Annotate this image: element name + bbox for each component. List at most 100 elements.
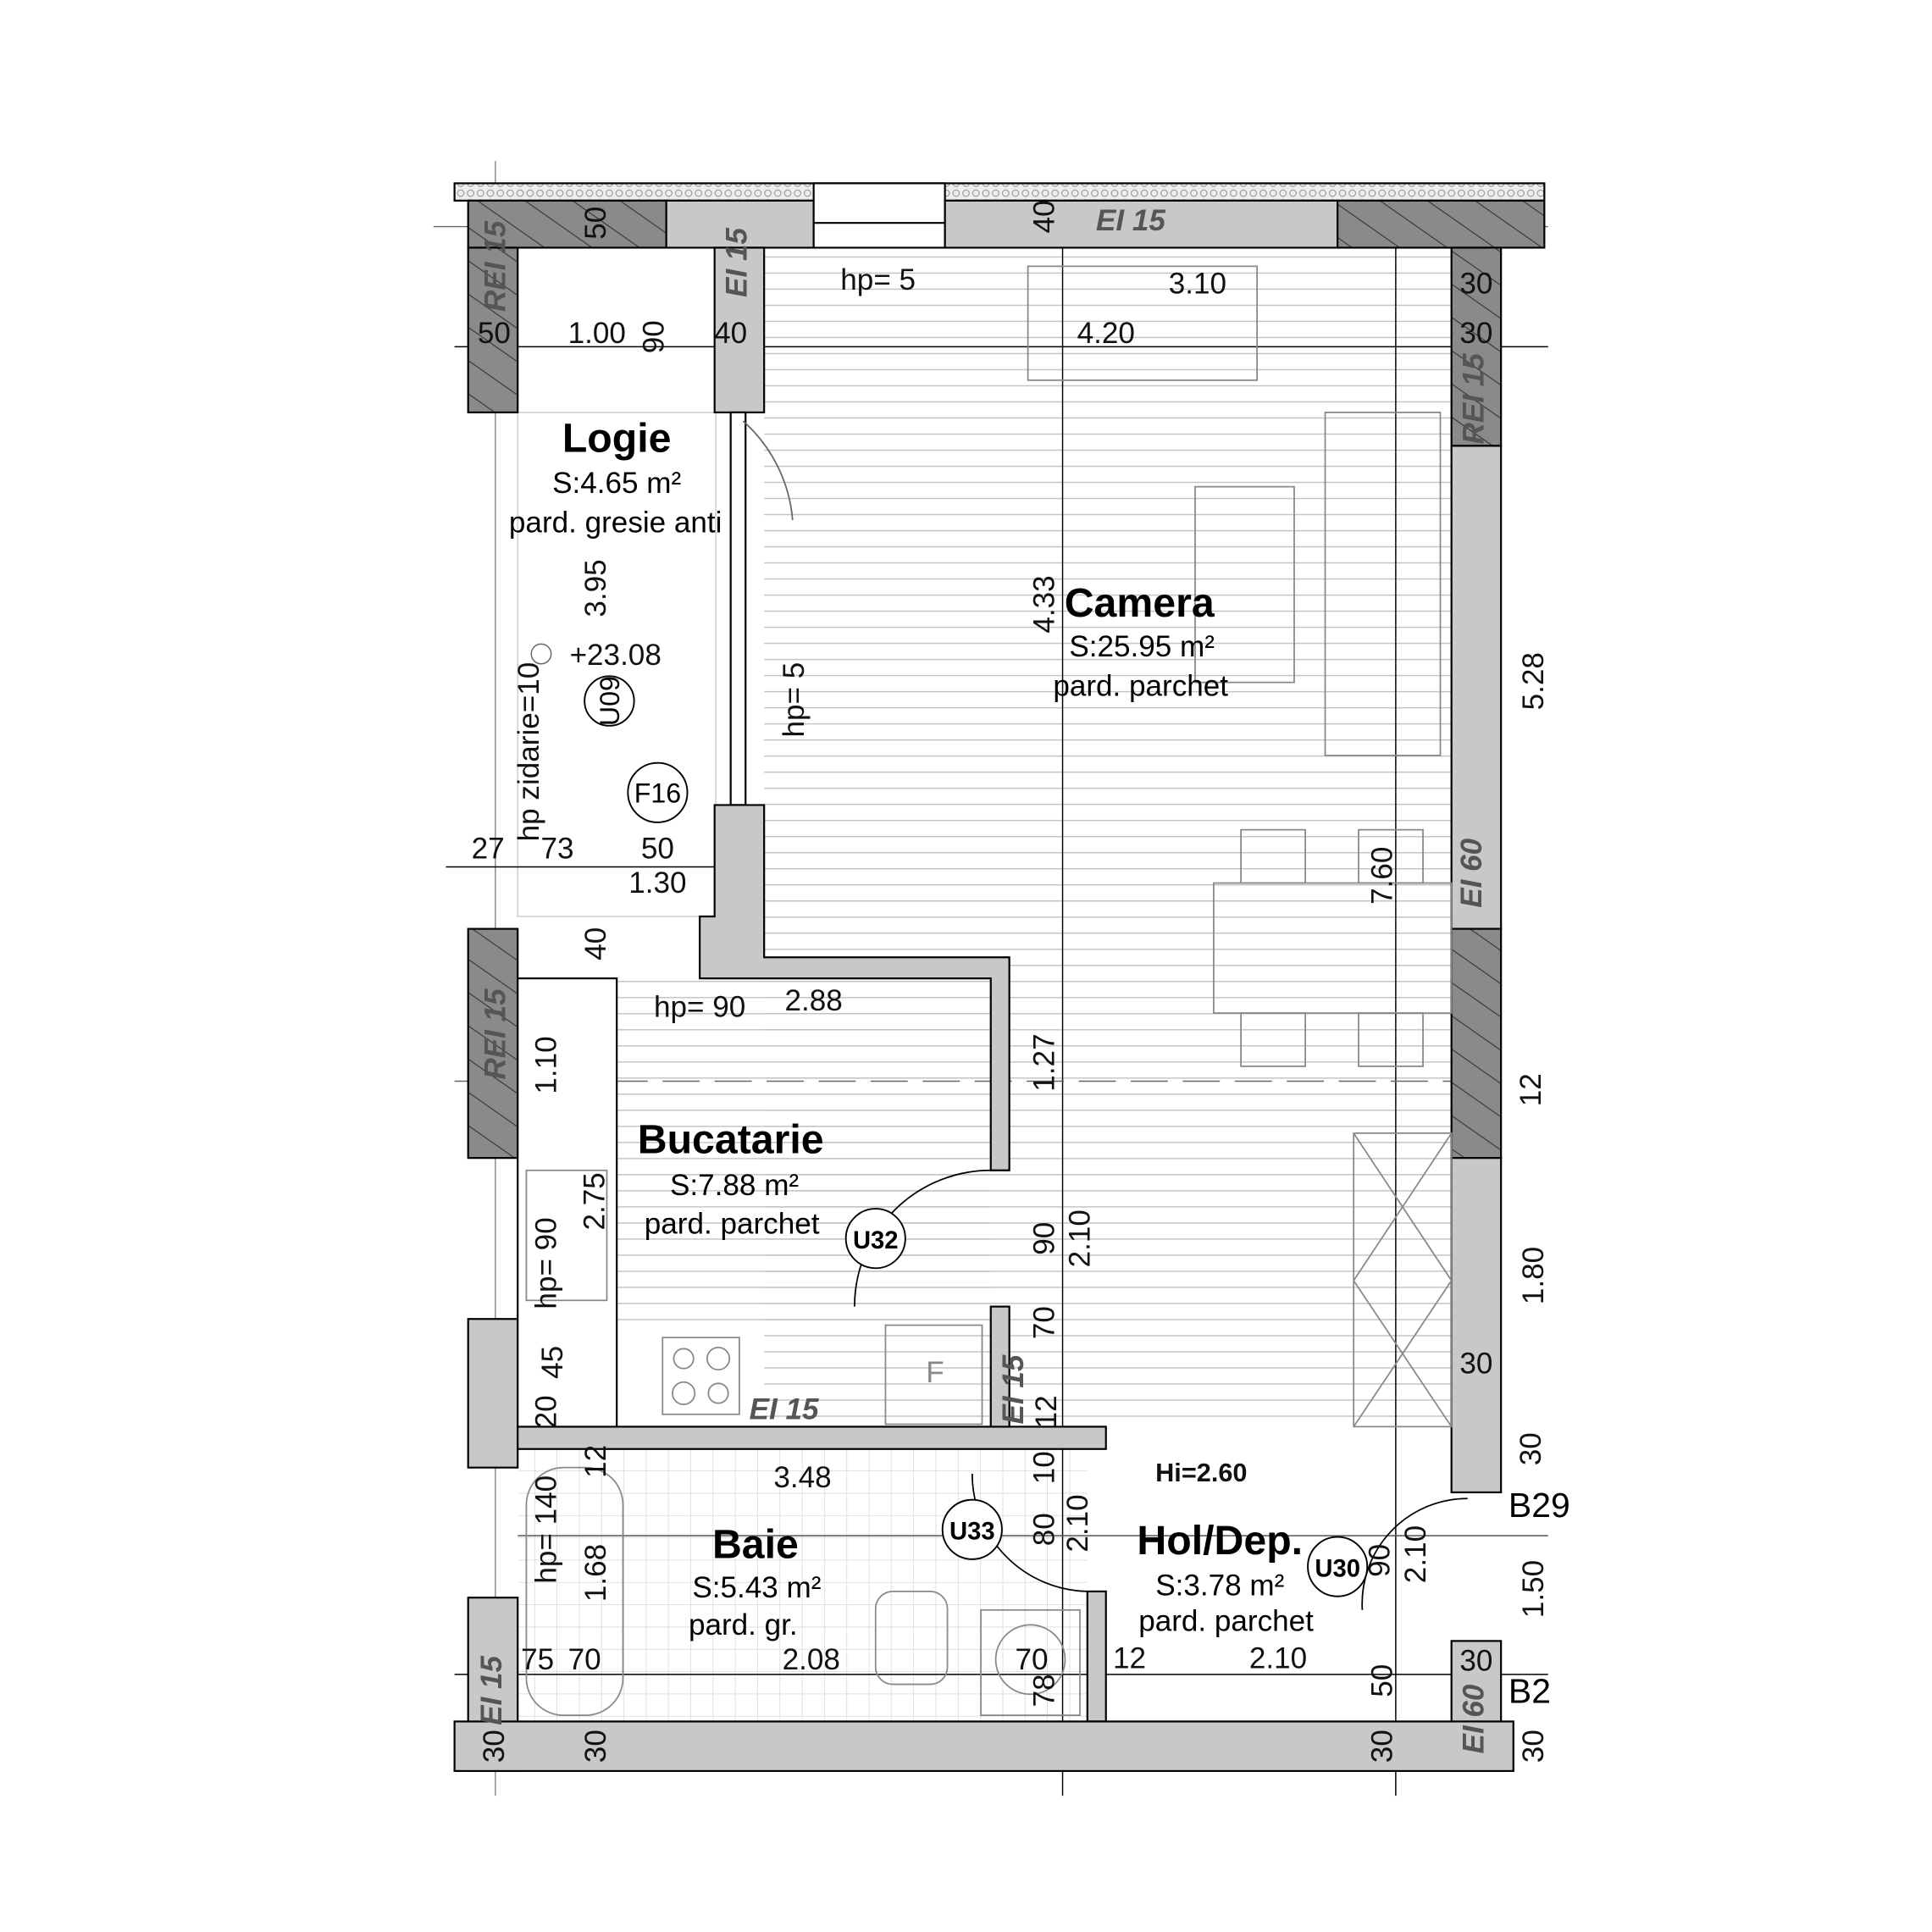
door-swing-u33: [971, 1473, 1088, 1592]
chair: [1358, 828, 1424, 884]
element-tag-icon: [627, 761, 689, 823]
element-tag: U09: [595, 676, 625, 726]
wall-logia-left: [467, 246, 519, 414]
dining-table: [1213, 882, 1453, 1014]
dimension-label: 5.28: [1517, 652, 1550, 710]
dimension-label: 50: [478, 317, 511, 350]
chair: [1240, 1012, 1307, 1067]
wall-rating-label: EI 60: [1458, 1684, 1491, 1753]
dimension-label: 30: [579, 1730, 612, 1763]
generated-labels: hp= 5 3.10 4.20 50 1.00 40 30 30 27 73 50 1.30 hp= 9…: [472, 200, 1550, 1763]
wall-top-right: [944, 199, 1339, 249]
dimension-label: 70: [1015, 1643, 1048, 1676]
dimension-label: 40: [714, 317, 747, 350]
dimension-label: 73: [540, 832, 573, 865]
dimension-label: 30: [1459, 268, 1492, 301]
dimension-label: 4.20: [1077, 317, 1135, 350]
dimension-label: 1.80: [1517, 1247, 1550, 1304]
logie-floor: [517, 412, 717, 917]
dimension-label: 90: [638, 320, 671, 353]
logia-window: [729, 411, 747, 806]
walls: [453, 182, 1546, 1773]
dimension-label: 1.30: [628, 866, 686, 900]
sink: [525, 1169, 608, 1302]
baie-floor: [518, 1448, 1088, 1722]
dimension-label: 2.88: [785, 984, 843, 1017]
dimension-label: hp= 5: [840, 263, 916, 296]
dimension-label: 80: [1027, 1513, 1060, 1546]
wall-rating-label: EI 15: [475, 1655, 508, 1724]
dimension-label: 40: [579, 927, 612, 960]
dimension-label: 4.33: [1027, 575, 1060, 633]
dimension-label: 1.27: [1027, 1033, 1060, 1091]
wall-rating-label: REI 15: [479, 220, 512, 312]
dimension-label: hp= 5: [778, 662, 811, 738]
dimension-label: 12: [1030, 1395, 1063, 1428]
room-floor-baie: pard. gr.: [689, 1608, 798, 1641]
wall-logia-inner: [713, 246, 766, 414]
dimension-label: 2.75: [578, 1172, 612, 1230]
wall-right-mid: [1450, 445, 1503, 930]
level-mark: +23.08: [570, 639, 662, 672]
room-floor-camera: pard. parchet: [1053, 670, 1228, 703]
dimension-label: 50: [579, 207, 612, 240]
dimension-label: 3.48: [773, 1461, 831, 1494]
wall-bath-hol: [1086, 1590, 1107, 1723]
dimension-label: 2.08: [783, 1643, 840, 1676]
wall-bottom: [453, 1720, 1514, 1773]
dimension-label: 45: [536, 1346, 569, 1379]
dimension-label: 70: [568, 1643, 601, 1676]
dimension-label: 30: [1459, 1348, 1492, 1381]
ceiling-height: Hi=2.60: [1155, 1458, 1247, 1487]
cooktop: [662, 1337, 740, 1415]
code-b2: B2: [1509, 1671, 1551, 1710]
coffee-table: [1194, 485, 1295, 684]
element-tag: U32: [853, 1227, 899, 1254]
element-tag: F16: [634, 778, 681, 808]
dimension-label: 1.68: [579, 1544, 612, 1602]
dimension-label: hp zidarie=10: [512, 662, 545, 842]
dimension-label: hp= 90: [654, 990, 745, 1023]
dimension-label: 12: [1514, 1073, 1547, 1106]
dimension-label: 30: [1459, 317, 1492, 350]
wall-right-upper: [1450, 246, 1503, 447]
wall-top-left: [467, 199, 667, 249]
door-swing-u32: [854, 1169, 991, 1307]
dimension-label: 90: [1027, 1222, 1060, 1255]
dimension-label: 78: [1027, 1674, 1060, 1707]
dimension-label: 30: [1517, 1730, 1550, 1763]
dimension-label: 1.50: [1517, 1560, 1550, 1618]
wall-top-corner: [1337, 199, 1546, 249]
dimension-label: 2.10: [1061, 1494, 1094, 1552]
dimension-label: hp= 90: [530, 1217, 563, 1309]
element-tag-icon: [844, 1208, 906, 1270]
toilet: [874, 1591, 949, 1686]
room-name-camera: Camera: [1065, 580, 1215, 626]
dimension-label: 3.10: [1169, 268, 1226, 301]
level-mark-icon: [530, 643, 552, 665]
dimension-label: 7.60: [1365, 847, 1398, 905]
wardrobe: [1353, 1132, 1453, 1428]
room-area-bucatarie: S:7.88 m²: [670, 1169, 799, 1202]
dimension-label: 1.00: [568, 317, 626, 350]
dimension-label: 27: [472, 832, 505, 865]
dimension-label: 12: [579, 1445, 612, 1478]
dimension-label: 2.10: [1064, 1210, 1097, 1267]
wall-left-mid: [467, 927, 519, 1160]
room-name-hol: Hol/Dep.: [1137, 1518, 1303, 1564]
element-tag-icon: [941, 1498, 1003, 1560]
wall-rating-label: EI 60: [1455, 838, 1488, 907]
dimension-label: 70: [1027, 1306, 1060, 1339]
dimension-label: 3.95: [579, 559, 612, 617]
bathtub: [525, 1466, 624, 1716]
wall-top-mid: [665, 199, 815, 249]
room-floor-hol: pard. parchet: [1138, 1605, 1314, 1638]
dimension-label: 30: [478, 1730, 511, 1763]
wall-kitchen-lower: [989, 1305, 1010, 1428]
wall-rating-label: EI 15: [750, 1393, 819, 1426]
room-name-bucatarie: Bucatarie: [638, 1116, 824, 1162]
dimension-label: 12: [1113, 1642, 1146, 1675]
dimension-label: 75: [521, 1643, 554, 1676]
dimension-label: 2.10: [1249, 1642, 1307, 1675]
